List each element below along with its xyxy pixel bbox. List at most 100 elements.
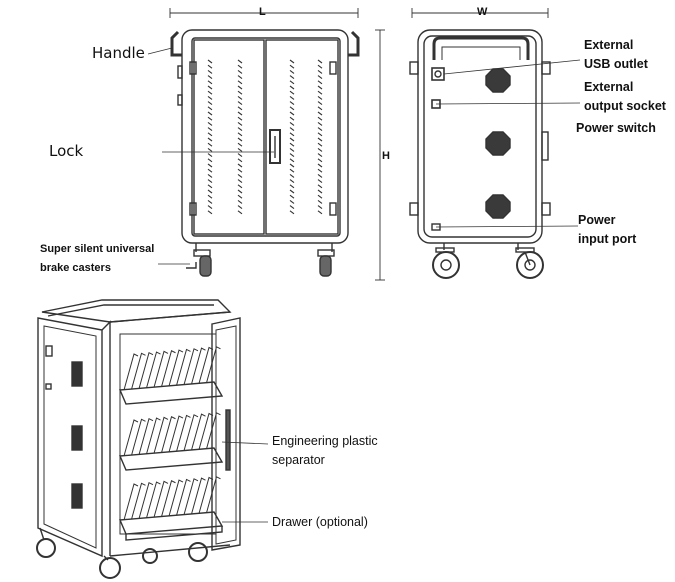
label-casters-2: brake casters (40, 262, 111, 274)
separator-slot (123, 353, 139, 391)
vent-slot (289, 194, 295, 199)
vent-slot (207, 173, 213, 178)
separator-slot (161, 480, 176, 517)
separator-slot (198, 412, 214, 450)
vent-slot (207, 80, 213, 85)
vent-slot (317, 137, 323, 142)
separator-slot (138, 481, 154, 519)
label-input-1: Power (578, 213, 616, 227)
left-door (193, 39, 265, 235)
vent-slot (237, 95, 243, 100)
separator-slot (131, 482, 146, 520)
separator-slot (198, 476, 214, 514)
vent-slot (237, 101, 243, 106)
separator-slot (206, 412, 221, 449)
label-power-switch: Power switch (576, 121, 656, 135)
vent-slot (289, 153, 295, 158)
vent-slot (317, 95, 323, 100)
vent-slot (237, 153, 243, 158)
separator-slot (138, 417, 154, 455)
vent-slot (207, 184, 213, 189)
vent-slot (237, 173, 243, 178)
vent-slot (237, 80, 243, 85)
vent-slot (237, 111, 243, 116)
vent-slot (237, 121, 243, 126)
vent-slot (207, 101, 213, 106)
vent-slot (289, 101, 295, 106)
label-socket-1: External (584, 80, 634, 94)
vent-slot (237, 116, 243, 121)
separator-slot (206, 476, 221, 513)
label-input-2: input port (578, 232, 637, 246)
vent-slot (289, 59, 295, 64)
vent-slot (207, 85, 213, 90)
separator-slot (198, 346, 214, 384)
vent-slot (289, 147, 295, 152)
iso-drawer (118, 511, 224, 535)
vent-slot (207, 153, 213, 158)
vent-slot (237, 69, 243, 74)
vent-slot (207, 132, 213, 137)
vent-slot (289, 189, 295, 194)
vent-slot (207, 64, 213, 69)
vent-slot (317, 173, 323, 178)
lock (269, 129, 281, 164)
separator-slot (176, 478, 191, 516)
label-handle: Handle (92, 44, 145, 62)
vent-slot (289, 163, 295, 168)
vent-slot (237, 137, 243, 142)
vent-slot (317, 142, 323, 147)
vent-slot (237, 163, 243, 168)
dim-height: H (382, 150, 390, 162)
iso-side-panel (37, 317, 103, 558)
vent-slot (317, 163, 323, 168)
side-cabinet (417, 29, 543, 244)
separator-slot (146, 351, 161, 389)
vent-slot (237, 147, 243, 152)
vent-slot (207, 189, 213, 194)
front-view (169, 8, 385, 281)
vent-slot (317, 106, 323, 111)
vent-slot (237, 189, 243, 194)
separator-slot (138, 351, 154, 389)
vent-slot (289, 205, 295, 210)
separator-slot (161, 416, 176, 453)
iso-open-door (211, 317, 241, 551)
leader-lines (147, 47, 581, 523)
vent-slot (237, 168, 243, 173)
vent-slot (237, 59, 243, 64)
vent-slot (207, 210, 213, 215)
vent-slot (289, 132, 295, 137)
top-handle (432, 36, 530, 60)
separator-slot (168, 349, 184, 387)
separator-slot (183, 478, 199, 515)
vent-slot (289, 173, 295, 178)
vent-slot (237, 205, 243, 210)
vent-slot (289, 85, 295, 90)
separator-slot (176, 348, 191, 386)
front-cabinet (181, 29, 349, 244)
vent-slot (317, 121, 323, 126)
vent-slot (207, 59, 213, 64)
vent-slot (207, 111, 213, 116)
vent-slot (289, 158, 295, 163)
label-casters-1: Super silent universal (40, 243, 155, 255)
vent-slot (207, 205, 213, 210)
separator-slot (191, 347, 206, 385)
vent-slot (317, 127, 323, 132)
right-door (265, 39, 339, 235)
separator-slot (153, 416, 169, 454)
separator-slot (183, 348, 199, 385)
vent-slot (207, 116, 213, 121)
separator-slot (183, 414, 199, 451)
vent-slot (317, 85, 323, 90)
separator-slot (123, 419, 139, 457)
vent-slot (207, 95, 213, 100)
vent-slot (317, 168, 323, 173)
vent-slot (207, 158, 213, 163)
separator-slot (191, 413, 206, 451)
dim-length: L (259, 6, 266, 18)
vent-slot (289, 184, 295, 189)
vent-slot (289, 179, 295, 184)
vent-slot (289, 121, 295, 126)
